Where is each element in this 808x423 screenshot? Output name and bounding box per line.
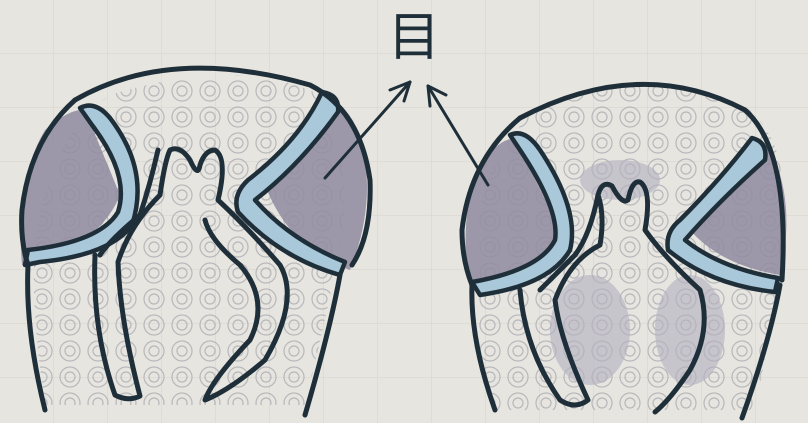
left-eye-sketch bbox=[21, 68, 371, 415]
eye-label-character: 目 bbox=[394, 6, 434, 70]
right-eye-sketch bbox=[462, 84, 787, 418]
